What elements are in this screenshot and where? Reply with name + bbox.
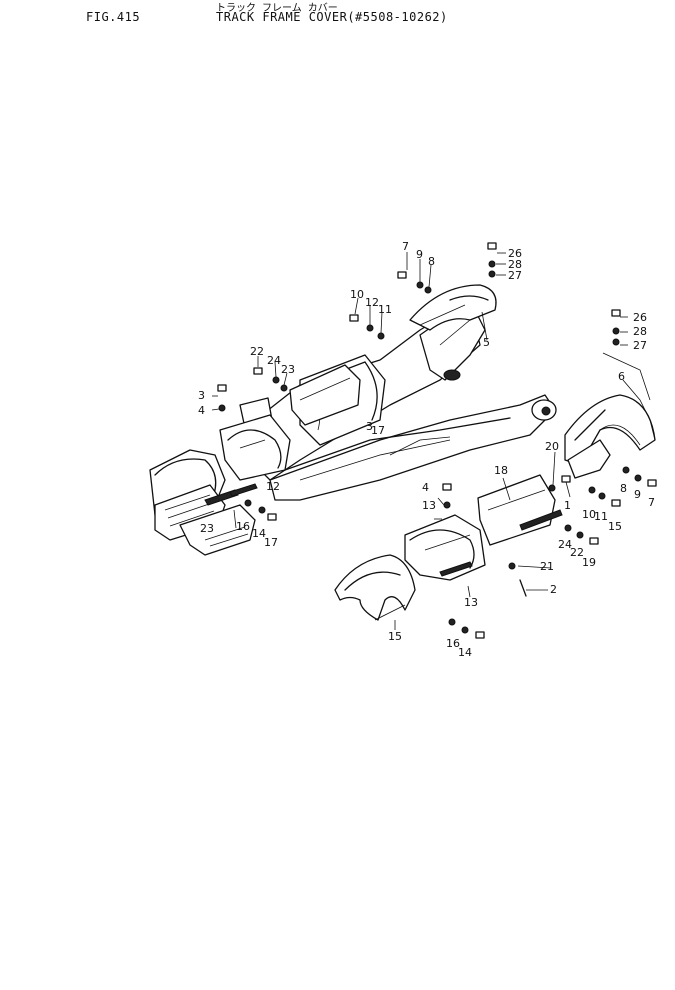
cover-17-left xyxy=(289,364,361,426)
fasteners xyxy=(217,242,657,639)
callout-3-upper: 3 xyxy=(198,389,205,402)
callout-17-left: 17 xyxy=(371,424,385,437)
callout-3-lower: 4 xyxy=(422,481,429,494)
part-2-bracket xyxy=(404,514,486,581)
callout-7-top: 7 xyxy=(402,240,409,253)
callout-17-top-left: 3 xyxy=(366,420,373,433)
cover-17-right xyxy=(477,474,563,546)
callout-4-lower: 13 xyxy=(422,499,436,512)
callout-19: 21 xyxy=(540,560,554,573)
callout-9-top: 9 xyxy=(416,248,423,261)
callout-10-upper: 10 xyxy=(350,288,364,301)
callout-22-lower: 19 xyxy=(582,556,596,569)
callout-8-top: 8 xyxy=(428,255,435,268)
callout-5: 5 xyxy=(483,336,490,349)
callout-27-right: 27 xyxy=(633,339,647,352)
callout-6: 6 xyxy=(618,370,625,383)
callout-8-right: 8 xyxy=(620,482,627,495)
callout-27-top: 27 xyxy=(508,269,522,282)
callout-21: 2 xyxy=(550,583,557,596)
callout-17-right: 18 xyxy=(494,464,508,477)
callout-13-lower: 15 xyxy=(388,630,402,643)
callout-22-upper: 22 xyxy=(250,345,264,358)
callout-26-top: 26 xyxy=(508,247,522,260)
callout-23-lower: 24 xyxy=(558,538,572,551)
callout-15-left: 16 xyxy=(236,520,250,533)
callout-20: 20 xyxy=(545,440,559,453)
title-english: TRACK FRAME COVER(#5508-10262) xyxy=(216,10,448,24)
callout-16-lower: 14 xyxy=(458,646,472,659)
callout-11-lower: 10 xyxy=(582,508,596,521)
callout-18: 1 xyxy=(564,499,571,512)
figure-number: FIG.415 xyxy=(86,10,141,24)
callout-4-upper: 4 xyxy=(198,404,205,417)
title-japanese: トラック フレーム カバー xyxy=(216,3,338,14)
callout-2: 13 xyxy=(464,596,478,609)
cover-6 xyxy=(564,394,656,479)
callout-1: 12 xyxy=(266,480,280,493)
callout-28-top: 28 xyxy=(508,258,522,271)
cover-5 xyxy=(409,284,497,331)
callout-14-left: 17 xyxy=(264,536,278,549)
callout-28-right: 28 xyxy=(633,325,647,338)
callout-16-left: 14 xyxy=(252,527,266,540)
callout-9-right: 9 xyxy=(634,488,641,501)
callout-labels: 7 9 8 26 28 27 10 12 11 5 26 28 27 22 24… xyxy=(198,240,655,659)
callout-12-lower: 11 xyxy=(594,510,608,523)
part-13-lower-fender xyxy=(334,554,416,621)
callout-24-lower: 22 xyxy=(570,546,584,559)
callout-15-lower: 16 xyxy=(446,637,460,650)
callout-7-right: 7 xyxy=(648,496,655,509)
leader-lines xyxy=(211,252,656,630)
callout-24-upper: 24 xyxy=(267,354,281,367)
callout-23-upper: 23 xyxy=(281,363,295,376)
callout-26-right: 26 xyxy=(633,311,647,324)
callout-10-lower: 15 xyxy=(608,520,622,533)
callout-12-upper: 12 xyxy=(365,296,379,309)
callout-11-upper: 11 xyxy=(378,303,392,316)
callout-13-left: 23 xyxy=(200,522,214,535)
